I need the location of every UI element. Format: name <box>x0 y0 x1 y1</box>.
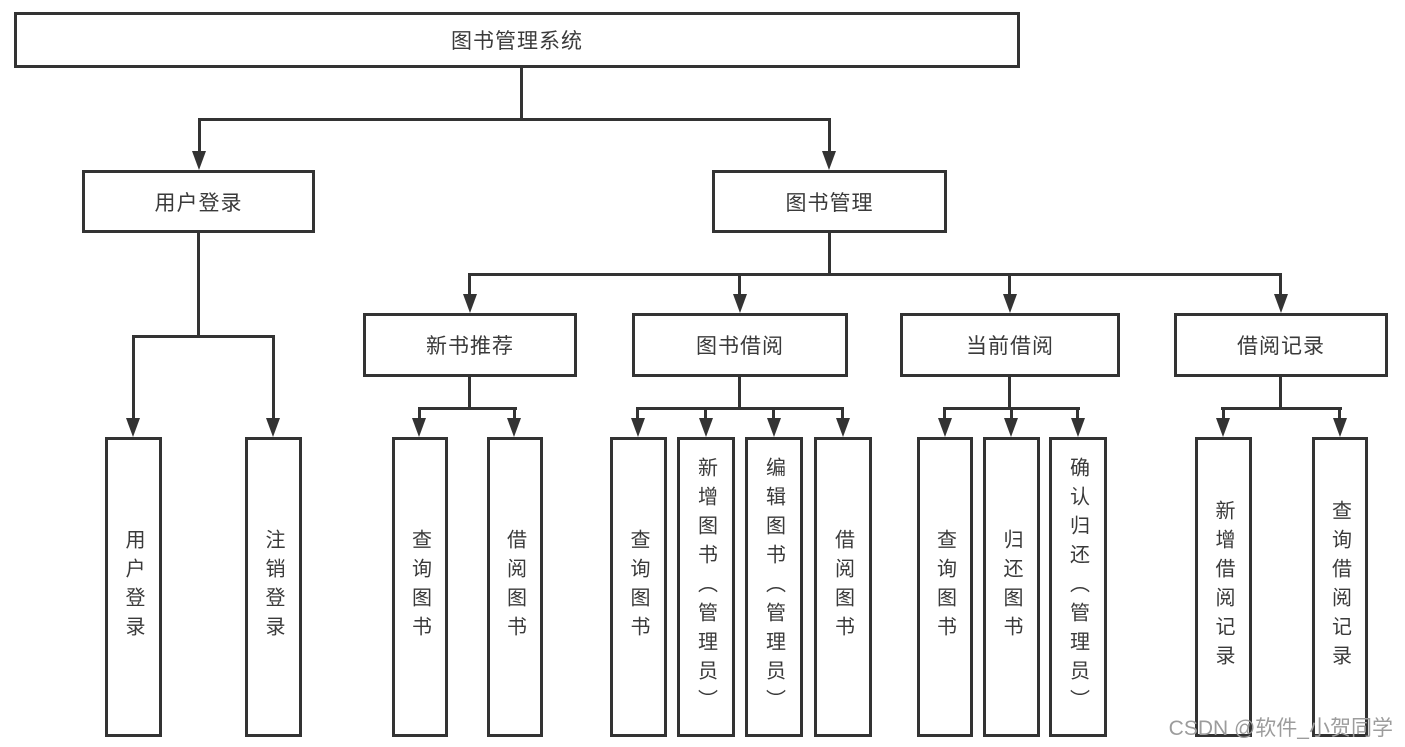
leaf-add-borrow-record: 新增借阅记录 <box>1195 437 1252 737</box>
connector-trunk <box>1008 377 1011 407</box>
connector-stem <box>738 273 741 296</box>
arrow-down-icon <box>1216 418 1230 437</box>
arrow-down-icon <box>767 418 781 437</box>
connector-trunk <box>197 233 200 335</box>
connector-trunk <box>828 233 831 273</box>
connector-stem <box>198 118 201 154</box>
node-book-borrow: 图书借阅 <box>632 313 848 377</box>
connector-stem <box>1222 407 1225 420</box>
leaf-add-book-admin: 新增图书（管理员） <box>677 437 735 737</box>
connector-stem <box>772 407 775 420</box>
leaf-logout: 注销登录 <box>245 437 302 737</box>
arrow-down-icon <box>1274 294 1288 313</box>
arrow-down-icon <box>266 418 280 437</box>
leaf-confirm-return-admin: 确认归还（管理员） <box>1049 437 1107 737</box>
connector-stem <box>468 273 471 296</box>
connector-stem <box>636 407 639 420</box>
node-borrow-records: 借阅记录 <box>1174 313 1388 377</box>
connector-stem <box>1076 407 1079 420</box>
connector-stem <box>1279 273 1282 296</box>
leaf-borrow-books-recommend: 借阅图书 <box>487 437 543 737</box>
leaf-user-login: 用户登录 <box>105 437 162 737</box>
connector-bar <box>636 407 844 410</box>
arrow-down-icon <box>836 418 850 437</box>
connector-trunk <box>468 377 471 407</box>
connector-bar <box>132 335 275 338</box>
leaf-query-books-current: 查询图书 <box>917 437 973 737</box>
arrow-down-icon <box>733 294 747 313</box>
connector-stem <box>272 335 275 420</box>
connector-stem <box>1338 407 1341 420</box>
connector-stem <box>513 407 516 420</box>
connector-stem <box>1010 407 1013 420</box>
connector-root-trunk <box>520 68 523 118</box>
node-book-management: 图书管理 <box>712 170 947 233</box>
leaf-edit-book-admin: 编辑图书（管理员） <box>745 437 803 737</box>
connector-stem <box>132 335 135 420</box>
connector-stem <box>841 407 844 420</box>
arrow-down-icon <box>463 294 477 313</box>
node-new-book-recommend: 新书推荐 <box>363 313 577 377</box>
connector-stem <box>828 118 831 154</box>
arrow-down-icon <box>126 418 140 437</box>
connector-stem <box>704 407 707 420</box>
node-current-borrow: 当前借阅 <box>900 313 1120 377</box>
node-root: 图书管理系统 <box>14 12 1020 68</box>
connector-root-bar <box>198 118 831 121</box>
connector-bar <box>418 407 517 410</box>
connector-trunk <box>738 377 741 407</box>
connector-trunk <box>1279 377 1282 407</box>
arrow-down-icon <box>822 151 836 170</box>
connector-bar <box>1221 407 1342 410</box>
arrow-down-icon <box>1333 418 1347 437</box>
arrow-down-icon <box>1003 294 1017 313</box>
leaf-query-borrow-record: 查询借阅记录 <box>1312 437 1368 737</box>
watermark: CSDN @软件_小贺同学 <box>1168 717 1393 740</box>
arrow-down-icon <box>699 418 713 437</box>
leaf-query-books-recommend: 查询图书 <box>392 437 448 737</box>
arrow-down-icon <box>938 418 952 437</box>
connector-stem <box>943 407 946 420</box>
arrow-down-icon <box>192 151 206 170</box>
arrow-down-icon <box>1071 418 1085 437</box>
arrow-down-icon <box>631 418 645 437</box>
node-user-login: 用户登录 <box>82 170 315 233</box>
leaf-borrow-books: 借阅图书 <box>814 437 872 737</box>
arrow-down-icon <box>1004 418 1018 437</box>
leaf-query-books-borrow: 查询图书 <box>610 437 667 737</box>
connector-stem <box>418 407 421 420</box>
arrow-down-icon <box>412 418 426 437</box>
connector-stem <box>1008 273 1011 296</box>
connector-bar <box>468 273 1282 276</box>
leaf-return-books: 归还图书 <box>983 437 1040 737</box>
arrow-down-icon <box>507 418 521 437</box>
